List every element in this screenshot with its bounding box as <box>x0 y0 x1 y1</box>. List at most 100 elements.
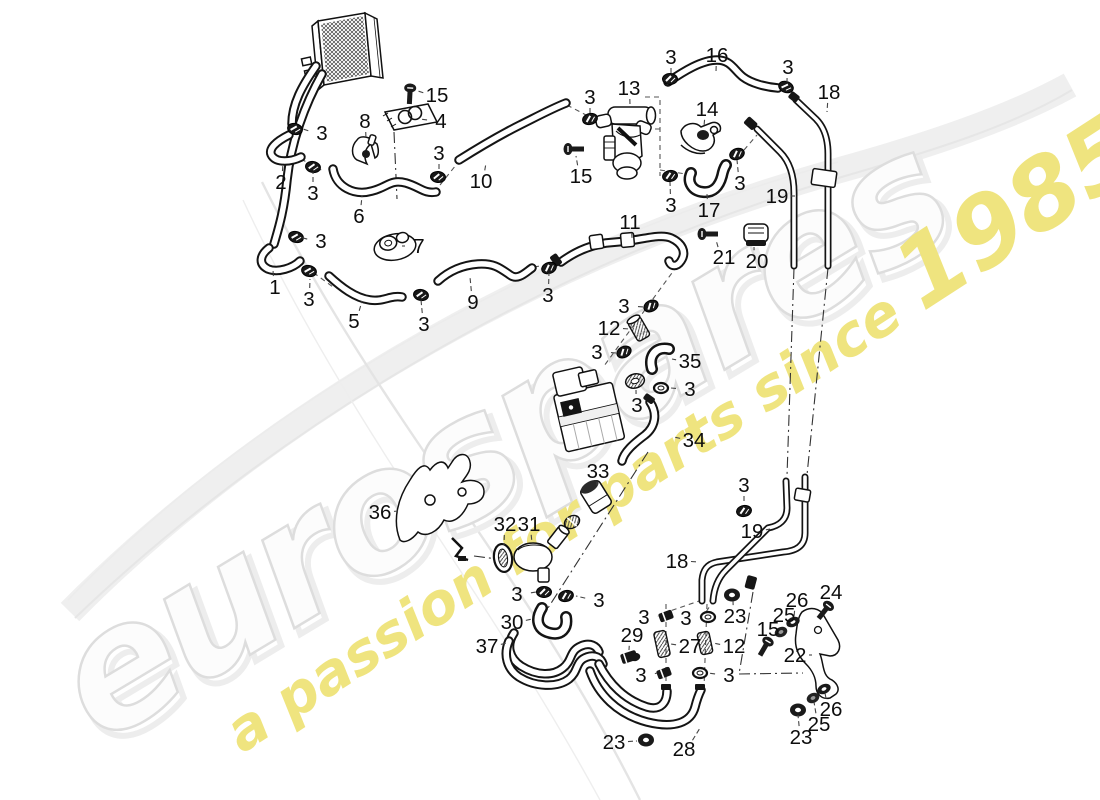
part-label-3[interactable]: 3 <box>584 86 595 109</box>
part-23-grommet <box>724 588 740 602</box>
part-label-34[interactable]: 34 <box>683 429 706 452</box>
label-leader <box>715 239 719 248</box>
label-leader <box>793 610 796 618</box>
part-label-20[interactable]: 20 <box>746 250 769 273</box>
part-label-3[interactable]: 3 <box>618 295 629 318</box>
auxiliary-heater-unit <box>552 366 626 453</box>
part-23-grommet <box>638 733 654 747</box>
part-label-23[interactable]: 23 <box>724 605 747 628</box>
part-label-3[interactable]: 3 <box>635 664 646 687</box>
part-label-3[interactable]: 3 <box>307 182 318 205</box>
part-32-seal-ring <box>492 542 514 574</box>
pipe-end-fitting <box>744 116 758 130</box>
part-28-twin-hose <box>585 659 706 730</box>
watermark: eurospares eurospares a passion for part… <box>18 73 1100 800</box>
part-label-15[interactable]: 15 <box>426 84 449 107</box>
part-31-water-pump <box>513 524 570 583</box>
part-label-3[interactable]: 3 <box>316 122 327 145</box>
label-leader <box>469 276 472 292</box>
part-label-3[interactable]: 3 <box>665 46 676 69</box>
part-label-3[interactable]: 3 <box>511 583 522 606</box>
part-label-3[interactable]: 3 <box>433 142 444 165</box>
label-leader <box>765 528 771 531</box>
part-label-13[interactable]: 13 <box>618 77 641 100</box>
part-label-5[interactable]: 5 <box>348 310 359 333</box>
part-label-29[interactable]: 29 <box>621 624 644 647</box>
connector-column-right <box>691 588 740 680</box>
part-label-8[interactable]: 8 <box>359 110 370 133</box>
part-label-12[interactable]: 12 <box>598 317 621 340</box>
part-label-30[interactable]: 30 <box>501 611 524 634</box>
part-label-25[interactable]: 25 <box>773 604 796 627</box>
part-label-6[interactable]: 6 <box>353 205 364 228</box>
label-leader <box>797 714 800 727</box>
part-label-35[interactable]: 35 <box>679 350 702 373</box>
part-label-24[interactable]: 24 <box>820 581 843 604</box>
part-label-18[interactable]: 18 <box>666 550 689 573</box>
part-label-10[interactable]: 10 <box>470 170 493 193</box>
part-label-16[interactable]: 16 <box>706 44 729 67</box>
part-label-19[interactable]: 19 <box>741 520 764 543</box>
part-label-21[interactable]: 21 <box>713 246 736 269</box>
part-label-3[interactable]: 3 <box>591 341 602 364</box>
part-label-18[interactable]: 18 <box>818 81 841 104</box>
part-label-22[interactable]: 22 <box>784 644 807 667</box>
label-leader <box>358 300 363 311</box>
part-label-2[interactable]: 2 <box>275 171 286 194</box>
part-label-3[interactable]: 3 <box>734 172 745 195</box>
part-label-19[interactable]: 19 <box>766 185 789 208</box>
part-label-32[interactable]: 32 <box>494 513 517 536</box>
part-label-12[interactable]: 12 <box>723 635 746 658</box>
diagram-artwork <box>256 11 841 747</box>
part-11-hose <box>550 231 689 271</box>
part-label-33[interactable]: 33 <box>587 460 610 483</box>
part-label-28[interactable]: 28 <box>673 738 696 761</box>
part-label-27[interactable]: 27 <box>679 635 702 658</box>
label-leader <box>530 534 533 544</box>
part-label-14[interactable]: 14 <box>696 98 719 121</box>
part-label-3[interactable]: 3 <box>638 606 649 629</box>
part-label-3[interactable]: 3 <box>303 288 314 311</box>
part-label-31[interactable]: 31 <box>518 513 541 536</box>
part-label-9[interactable]: 9 <box>467 291 478 314</box>
label-leader <box>671 358 677 361</box>
part-label-15[interactable]: 15 <box>757 618 780 641</box>
part-label-3[interactable]: 3 <box>665 194 676 217</box>
part-label-3[interactable]: 3 <box>542 284 553 307</box>
part-label-11[interactable]: 11 <box>619 211 640 234</box>
part-label-36[interactable]: 36 <box>369 501 392 524</box>
part-label-3[interactable]: 3 <box>782 56 793 79</box>
part-23-grommet <box>790 703 806 717</box>
connector-column-left <box>653 608 675 681</box>
part-22-bracket <box>794 607 841 700</box>
part-label-26[interactable]: 26 <box>786 589 809 612</box>
pipe-clip <box>810 167 838 189</box>
part-label-3[interactable]: 3 <box>593 589 604 612</box>
part-label-1[interactable]: 1 <box>269 276 280 299</box>
label-leader <box>417 90 424 94</box>
label-leader <box>627 740 638 743</box>
part-label-3[interactable]: 3 <box>684 378 695 401</box>
part-label-4[interactable]: 4 <box>435 110 446 133</box>
pipe-end-fitting <box>788 91 800 103</box>
part-label-3[interactable]: 3 <box>315 230 326 253</box>
part-label-23[interactable]: 23 <box>790 726 813 749</box>
part-label-23[interactable]: 23 <box>603 731 626 754</box>
part-label-3[interactable]: 3 <box>418 313 429 336</box>
part-label-25[interactable]: 25 <box>808 713 831 736</box>
label-leader <box>525 618 533 621</box>
part-label-3[interactable]: 3 <box>723 664 734 687</box>
part-label-3[interactable]: 3 <box>680 607 691 630</box>
part-label-17[interactable]: 17 <box>698 199 721 222</box>
part-label-7[interactable]: 7 <box>413 235 424 258</box>
lower-pipe-assembly <box>698 473 812 605</box>
label-leader <box>484 162 487 171</box>
part-label-37[interactable]: 37 <box>476 635 499 658</box>
part-label-3[interactable]: 3 <box>631 394 642 417</box>
part-13-heater-control-valve <box>594 106 657 180</box>
part-label-15[interactable]: 15 <box>570 165 593 188</box>
part-label-3[interactable]: 3 <box>738 474 749 497</box>
part-label-26[interactable]: 26 <box>820 698 843 721</box>
